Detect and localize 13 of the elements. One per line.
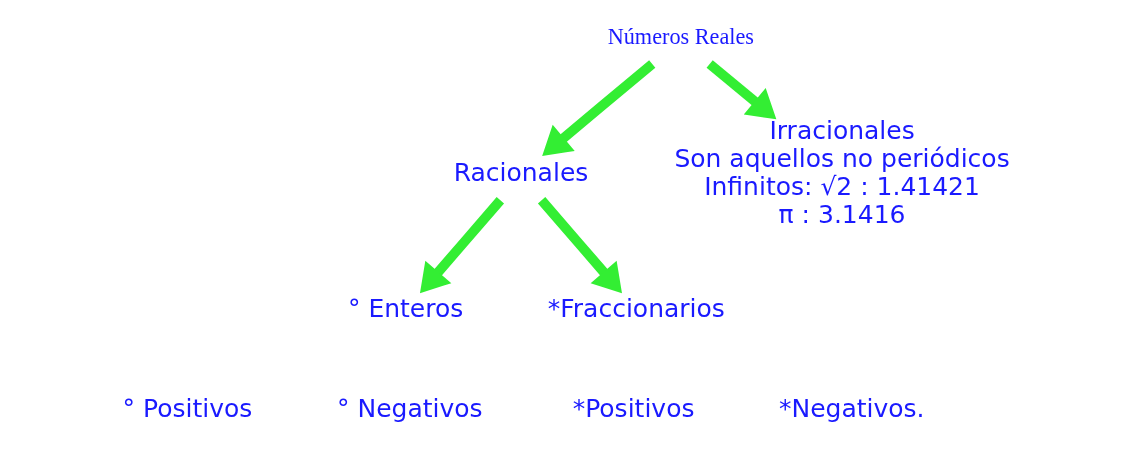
label: ° Positivos (122, 394, 252, 424)
node-text: Racionales (453, 158, 588, 188)
node-text: ° Enteros (347, 294, 463, 324)
label: *Positivos (572, 394, 694, 424)
node-text: Irracionales Son aquellos no periódicos Infinitos: √2 : 1.41421 π : 3.1416 (673, 116, 1010, 229)
arrow (541, 60, 655, 156)
node-text: *Fraccionarios (547, 294, 725, 324)
arrow (706, 60, 776, 120)
arrow (537, 197, 622, 294)
label: ° Negativos (336, 394, 483, 424)
label: *Negativos. (778, 394, 925, 424)
node-text: Números Reales (607, 24, 754, 50)
arrow (419, 197, 504, 294)
